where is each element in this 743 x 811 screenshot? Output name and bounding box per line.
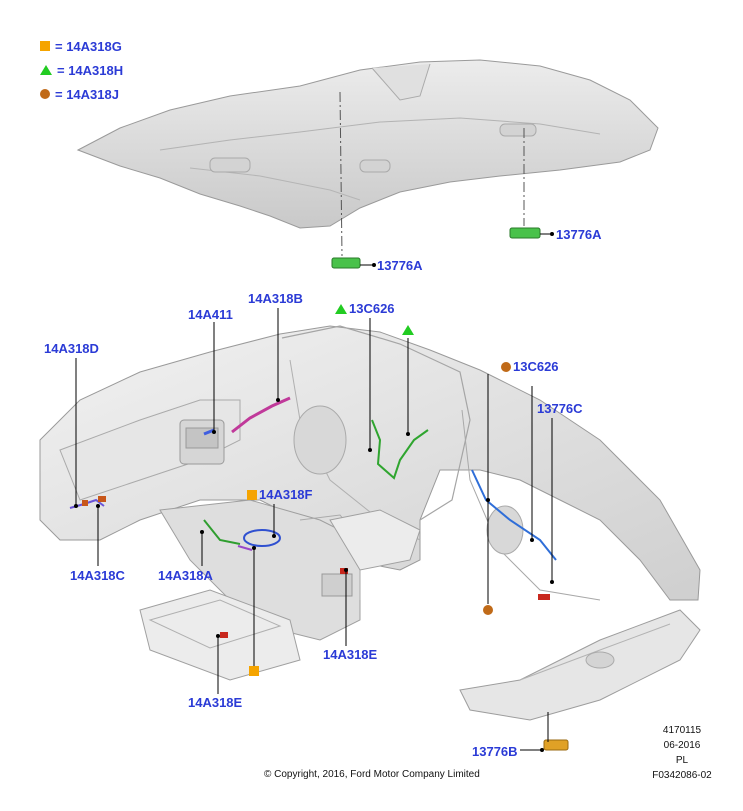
legend-label: = 14A318H	[57, 62, 124, 78]
part-13776a-left	[331, 257, 361, 269]
part-13776b	[543, 739, 569, 751]
copyright-notice: © Copyright, 2016, Ford Motor Company Li…	[264, 769, 480, 780]
illustration-number: 4170115	[662, 725, 702, 736]
leader-dots	[74, 398, 554, 752]
legend-item-circle: = 14A318J	[40, 86, 119, 102]
callout-13776a-left[interactable]: 13776A	[377, 258, 423, 273]
illustration-locale: PL	[675, 755, 689, 766]
orange-square-icon	[247, 490, 257, 500]
orange-square-icon	[40, 41, 50, 51]
callout-13c626-circle[interactable]: 13C626	[513, 359, 559, 374]
brown-circle-icon	[501, 362, 511, 372]
vehicle-body-shell	[39, 325, 701, 721]
green-triangle-icon	[335, 304, 347, 314]
green-triangle-icon	[40, 65, 52, 75]
callout-14a411[interactable]: 14A411	[188, 307, 233, 322]
illustration-code: F0342086-02	[652, 770, 712, 781]
callout-14a318b[interactable]: 14A318B	[248, 291, 303, 306]
callout-14a318d[interactable]: 14A318D	[44, 341, 99, 356]
legend-label: = 14A318G	[55, 38, 122, 54]
callout-14a318f[interactable]: 14A318F	[259, 487, 313, 502]
callout-14a318c[interactable]: 14A318C	[70, 568, 125, 583]
harness-wiring	[69, 396, 569, 751]
callout-14a318e-rear[interactable]: 14A318E	[323, 647, 378, 662]
callout-13c626-triangle[interactable]: 13C626	[349, 301, 395, 316]
callout-13776a-right[interactable]: 13776A	[556, 227, 602, 242]
callout-14a318a[interactable]: 14A318A	[158, 568, 213, 583]
circle-marker-icon	[483, 605, 493, 615]
part-13776a-right	[509, 227, 541, 239]
legend-label: = 14A318J	[55, 86, 119, 102]
leader-lines	[75, 308, 553, 751]
callout-13776c[interactable]: 13776C	[537, 401, 583, 416]
triangle-marker-icon	[402, 325, 414, 335]
legend-item-square: = 14A318G	[40, 38, 122, 54]
callout-13776b[interactable]: 13776B	[472, 744, 518, 759]
square-marker-icon	[249, 666, 259, 676]
brown-circle-icon	[40, 89, 50, 99]
callout-14a318e-front[interactable]: 14A318E	[188, 695, 243, 710]
headliner	[76, 59, 659, 269]
illustration-date: 06-2016	[663, 740, 701, 751]
legend-item-triangle: = 14A318H	[40, 62, 123, 78]
